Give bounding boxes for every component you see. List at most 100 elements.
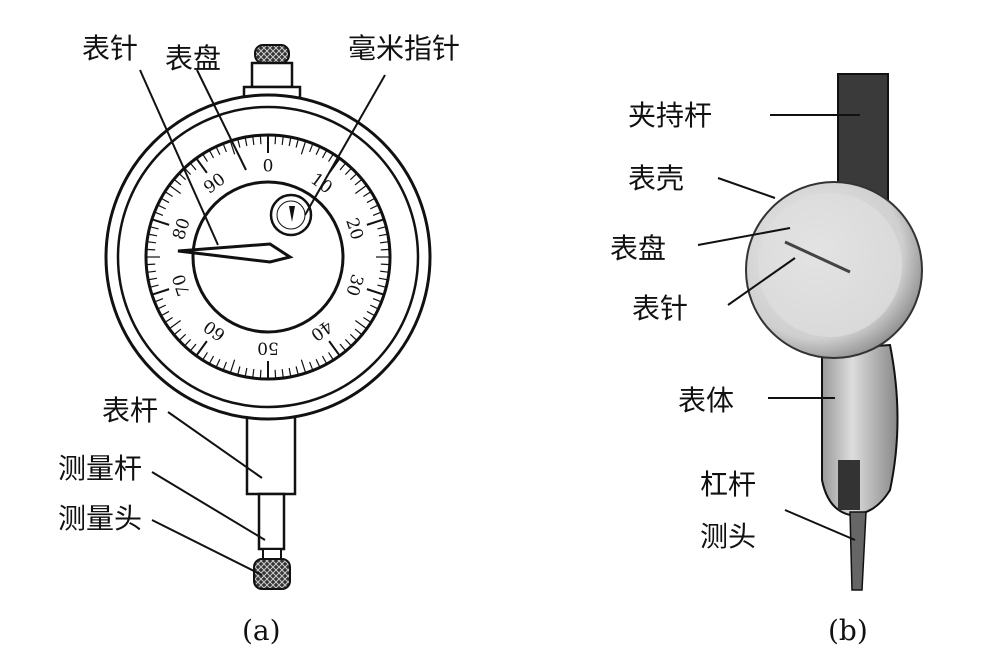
dial-tick [349,173,358,181]
dial-tick [149,226,159,230]
dial-tick [215,358,221,368]
body-dark-slot [838,460,860,510]
dial-tick [184,338,192,347]
label-measuring-head: 测量头 [58,502,142,535]
dial-tick [148,277,158,281]
dial-tick [380,270,390,273]
label-lever: 杠杆 [700,468,756,501]
dial-tick [321,355,328,365]
top-knob [254,44,290,64]
dial-tick [281,369,284,379]
dial-tick [195,157,208,174]
dial-tick [363,191,372,197]
dial-tick [146,270,156,273]
dial-tick [315,358,321,368]
dial-tick [295,138,299,148]
caption-b: (b) [828,614,868,647]
dial-tick [355,184,368,195]
dial-tick [363,317,372,323]
dial-tick [151,218,170,226]
dial-tick [309,143,314,153]
dial-tick [300,359,307,374]
dial-tick [355,319,368,330]
dial-tick [354,328,363,336]
dial-tick [354,178,363,186]
dial-tick [168,319,181,330]
dial-tick [189,343,197,352]
dial-tick [344,167,352,176]
dial-tick [149,284,159,288]
dial-tick [274,369,277,379]
indicator-pointer [784,240,851,274]
dial-tick [281,135,284,145]
dial-tick [229,140,236,155]
dial-tick [146,248,156,251]
dial-tick [208,355,215,365]
dial-tick [184,167,192,176]
dial-tick [208,149,215,159]
measuring-head [253,558,291,590]
dial-tick [195,340,208,357]
dial-tick [309,361,314,371]
rod-neck [262,548,282,560]
dial-tick [244,137,248,147]
dial-tick [366,218,385,226]
dial-tick [366,310,376,317]
lever-probe [849,511,867,591]
pointer-edge [177,250,271,263]
measuring-rod [257,492,286,551]
dial-tick [380,241,390,244]
dial-tick [378,277,388,281]
dial-tick [146,263,156,266]
dial-tick [237,138,241,148]
dial-tick [366,288,385,296]
dial-tick [237,366,241,376]
dial-tick [173,178,182,186]
dial-tick [229,359,236,374]
dial-tick [160,310,170,317]
dial-tick [321,149,328,159]
leader-lines-a [139,69,386,576]
dial-tick [366,197,376,204]
dial-tick [244,367,248,377]
dial-tick [300,140,307,155]
dial-tick [148,233,158,237]
dial-tick [295,366,299,376]
dial-tick [377,284,387,288]
caption-a: (a) [242,614,281,647]
label-dial-b: 表盘 [610,232,666,265]
dial-tick [328,340,341,357]
dial-tick [288,367,292,377]
label-mm-pointer: 毫米指针 [348,32,460,65]
dial-tick [164,191,173,197]
label-pointer: 表针 [82,32,138,65]
label-body: 表体 [678,384,734,417]
label-stem: 表杆 [102,394,158,427]
dial-tick [160,197,170,204]
dial-tick [157,304,167,310]
dial-tick [202,352,208,361]
dial-tick [173,328,182,336]
dial-tick [178,333,187,341]
dial-tick [168,184,181,195]
dial-tick [252,369,255,379]
label-measuring-rod: 测量杆 [58,452,142,485]
top-cap [250,61,294,89]
dial-tick [380,248,390,251]
dial-tick [369,304,379,310]
dial-tick [259,369,262,379]
dial-tick [151,288,170,296]
dial-tick [328,153,334,162]
dial-tick [339,162,347,171]
dial-tick [378,233,388,237]
dial-tick [259,135,262,145]
dial-tick [377,226,387,230]
label-case: 表壳 [628,162,684,195]
dial-tick [274,135,277,145]
dial-tick [315,146,321,156]
dial-tick [252,135,255,145]
dial-tick [164,317,173,323]
indicator-dial [758,193,902,337]
